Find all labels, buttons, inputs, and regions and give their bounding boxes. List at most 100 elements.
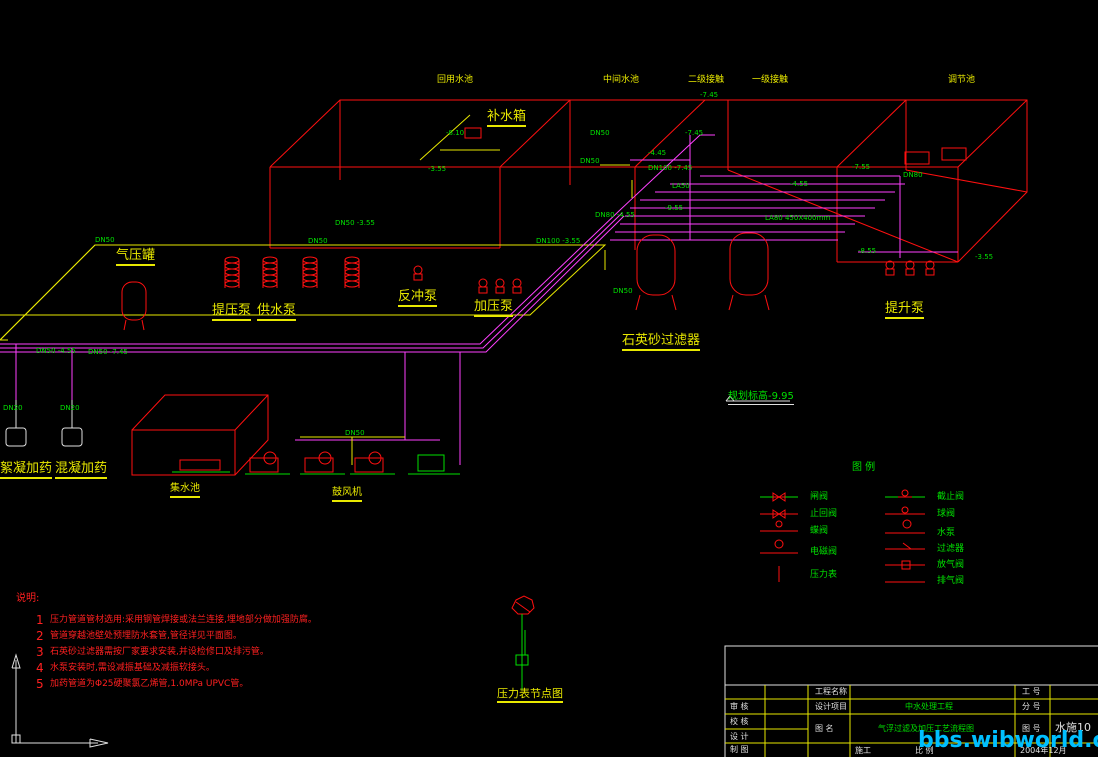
pipe-label: -3.55 (428, 165, 447, 173)
gauge-node (511, 595, 535, 615)
title-block-grid (725, 685, 1098, 757)
label-middle-pool: 中间水池 (603, 75, 640, 85)
doser-tanks (5, 400, 83, 447)
pipe-label: DN50 -3.55 (335, 219, 375, 227)
note-text: 石英砂过滤器需按厂家要求安装,并设检修口及排污管。 (50, 647, 269, 657)
note-number: 3 (36, 645, 44, 659)
label-gauge-node: 压力表节点图 (497, 687, 563, 703)
label-elevation: 规划标高-9.95 (728, 391, 794, 405)
legend-item: 电磁阀 (810, 547, 838, 557)
pipe-label: DN50 -7.45 (88, 348, 128, 356)
legend-item: 闸阀 (810, 492, 829, 502)
label-booster-pump-2: 加压泵 (474, 299, 514, 317)
pipe-label: LA80 450X400mm (765, 214, 831, 222)
pipe-label: DN100 -3.55 (536, 237, 581, 245)
pipe-label: DN50 (580, 157, 600, 165)
pipe-label: -7.55 (852, 163, 871, 171)
label-adjust-pool: 调节池 (948, 75, 976, 85)
note-number: 4 (36, 661, 44, 675)
legend-item: 压力表 (810, 570, 838, 580)
tb-sig: 校 核 (730, 717, 749, 726)
tb-sig: 设 计 (730, 732, 749, 741)
label-makeup-tank: 补水箱 (487, 109, 527, 127)
pipe-label: LA50 (672, 182, 690, 190)
legend-item: 球阀 (937, 509, 956, 519)
coil-pumps (224, 256, 360, 288)
pipes-magenta (0, 134, 958, 465)
label-doser-2: 混凝加药 (55, 461, 108, 479)
pipe-label: DN100 -7.45 (648, 164, 693, 172)
tb-label: 图 名 (815, 724, 834, 733)
pipe-label: DN50 (308, 237, 328, 245)
pipe-label: -8.10 (446, 129, 465, 137)
note-number: 5 (36, 677, 44, 691)
pipe-label: -4.45 (648, 149, 667, 157)
notes-title: 说明: (16, 593, 40, 604)
label-booster-pump-1: 提压泵 (212, 303, 252, 321)
label-supply-pump: 供水泵 (257, 303, 297, 321)
label-reuse-pool: 回用水池 (437, 75, 474, 85)
legend-title: 图 例 (852, 462, 876, 473)
ucs-icon (11, 653, 109, 748)
label-lift-pump: 提升泵 (885, 301, 925, 319)
small-pumps (413, 260, 935, 294)
tb-drawing-name: 气浮过滤及加压工艺流程图 (878, 724, 974, 733)
pipe-label: DN20 (3, 404, 23, 412)
tb-sig: 审 核 (730, 702, 749, 711)
legend-item: 水泵 (937, 528, 956, 538)
note-text: 压力管道管材选用:采用钢管焊接或法兰连接,埋地部分做加强防腐。 (50, 615, 317, 625)
tb-sig: 制 图 (730, 745, 749, 754)
blowers (179, 451, 384, 473)
elevation-marker (725, 395, 790, 402)
pipe-label: DN50 -4.55 (36, 347, 76, 355)
pipe-label: -8.55 (858, 247, 877, 255)
note-text: 水泵安装时,需设减振基础及减振软接头。 (50, 663, 215, 673)
title-block-frame (724, 645, 1098, 757)
label-sludge-tank: 集水池 (170, 483, 200, 498)
tb-drawing-no: 水施10 (1055, 721, 1091, 734)
pipe-label: -7.45 (685, 129, 704, 137)
tb-label: 图 号 (1022, 724, 1041, 733)
label-backwash-pump: 反冲泵 (398, 289, 438, 307)
tb-label: 工程名称 (815, 687, 847, 696)
legend-symbols (760, 489, 925, 583)
pipe-label: DN50 (95, 236, 115, 244)
tb-label: 分 号 (1022, 702, 1041, 711)
pipe-label: DN50 (345, 429, 365, 437)
label-filter: 石英砂过滤器 (622, 333, 701, 351)
pipe-label: DN80 -4.55 (595, 211, 635, 219)
pipe-label: DN50 (613, 287, 633, 295)
pipe-label: -3.55 (975, 253, 994, 261)
pipe-label: -7.45 (700, 91, 719, 99)
legend-item: 止回阀 (810, 509, 838, 519)
legend-item: 过滤器 (937, 544, 965, 554)
label-contact-1: 一级接触 (752, 75, 789, 85)
legend-item: 放气阀 (937, 560, 965, 570)
pipe-label: DN50 (590, 129, 610, 137)
pipes-yellow (0, 114, 633, 465)
pipe-label: DN80 (903, 171, 923, 179)
legend-item: 截止阀 (937, 492, 965, 502)
label-blower: 鼓风机 (332, 487, 362, 502)
tb-label: 工 号 (1022, 687, 1041, 696)
watermark: bbs.wibworld.com (918, 728, 1098, 753)
note-text: 管道穿越池壁处预埋防水套管,管径详见平面图。 (50, 631, 242, 641)
tb-label: 施工 (855, 746, 871, 755)
tb-label: 比 例 (915, 746, 934, 755)
legend-item: 蝶阀 (810, 526, 829, 536)
tb-project: 中水处理工程 (905, 702, 953, 711)
label-contact-2: 二级接触 (688, 75, 725, 85)
note-number: 1 (36, 613, 44, 627)
tb-label: 设计项目 (815, 702, 847, 711)
equipment-shapes (121, 127, 967, 331)
note-number: 2 (36, 629, 44, 643)
tb-date: 2004年12月 (1020, 746, 1067, 755)
pipe-label: -9.55 (665, 204, 684, 212)
legend-item: 排气阀 (937, 576, 965, 586)
pipe-label: DN20 (60, 404, 80, 412)
pipe-label: -4.55 (790, 180, 809, 188)
blower-bases (172, 454, 460, 475)
label-pressure-tank: 气压罐 (116, 248, 156, 266)
